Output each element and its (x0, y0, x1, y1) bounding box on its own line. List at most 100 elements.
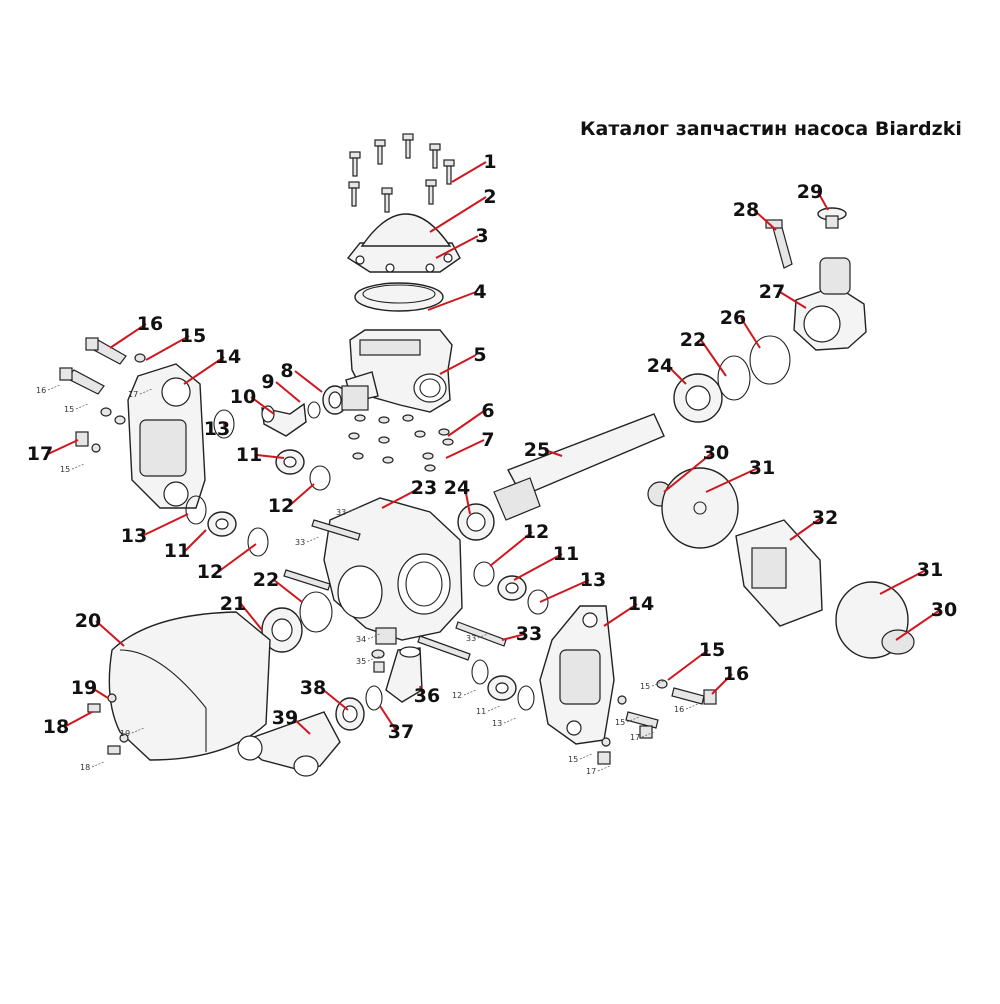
callout-leader-3 (435, 235, 479, 259)
small-label-35: 35 (356, 657, 366, 666)
callout-label-12: 12 (523, 521, 549, 543)
callout-label-37: 37 (388, 721, 414, 743)
small-label-16: 16 (674, 705, 684, 714)
callout-label-3: 3 (475, 225, 488, 247)
callout-label-2: 2 (483, 186, 496, 208)
callout-leader-13 (539, 579, 590, 603)
callout-leader-1 (451, 161, 487, 183)
small-leader-11 (487, 705, 501, 712)
callout-label-24: 24 (444, 477, 470, 499)
callout-leader-14 (603, 603, 638, 627)
small-leader-12 (463, 689, 477, 696)
callout-label-5: 5 (473, 344, 486, 366)
callout-label-12: 12 (268, 495, 294, 517)
part-18-19-bolts (87, 693, 129, 755)
callout-label-13: 13 (580, 569, 606, 591)
callout-label-12: 12 (197, 561, 223, 583)
callout-label-17: 17 (27, 443, 53, 465)
callout-leader-15 (145, 335, 190, 361)
callout-leader-11 (256, 454, 285, 459)
small-label-17: 17 (586, 767, 596, 776)
small-label-33: 33 (336, 508, 346, 517)
part-28-29-valve (765, 207, 847, 269)
callout-leader-22 (700, 339, 727, 377)
part-23-pump-body (323, 497, 463, 645)
callout-label-22: 22 (253, 569, 279, 591)
small-label-15: 15 (640, 682, 650, 691)
callout-label-38: 38 (300, 677, 326, 699)
callout-leader-12 (288, 483, 315, 507)
callout-leader-24 (464, 487, 471, 515)
right-hardware (597, 679, 717, 765)
small-leader-15 (71, 463, 85, 470)
callout-leader-29 (817, 191, 829, 211)
callout-label-32: 32 (812, 507, 838, 529)
callout-label-4: 4 (473, 281, 486, 303)
callout-leader-6 (447, 410, 485, 437)
callout-leader-22 (273, 579, 303, 603)
callout-leader-36 (419, 685, 424, 697)
callout-label-6: 6 (481, 400, 494, 422)
small-label-15: 15 (60, 465, 70, 474)
callout-leader-13 (141, 513, 189, 537)
small-label-17: 17 (128, 390, 138, 399)
callout-leader-19 (91, 687, 109, 699)
callout-leader-4 (427, 291, 477, 311)
callout-label-11: 11 (236, 444, 262, 466)
part-14-left-cover (127, 363, 206, 509)
small-label-15: 15 (568, 755, 578, 764)
part-34-35-drain (371, 649, 385, 673)
part-3-dome-cover (346, 213, 461, 273)
callout-label-31: 31 (749, 457, 775, 479)
callout-leader-32 (789, 517, 822, 541)
part-21-22-seal-clip (261, 591, 333, 653)
part-27-housing (793, 257, 867, 351)
callout-leader-30 (895, 609, 941, 641)
callout-leader-13 (223, 423, 226, 430)
small-leader-17 (641, 731, 655, 738)
callout-label-27: 27 (759, 281, 785, 303)
small-leader-17 (139, 388, 153, 395)
callout-label-26: 26 (720, 307, 746, 329)
part-14-right-cover (539, 605, 615, 745)
small-label-11: 11 (476, 707, 486, 716)
small-leader-15 (579, 753, 593, 760)
small-label-18: 18 (80, 763, 90, 772)
small-label-13: 13 (492, 719, 502, 728)
small-leader-15 (651, 680, 665, 687)
callout-leader-7 (445, 439, 485, 459)
callout-leader-37 (379, 705, 398, 733)
small-leader-33 (477, 632, 491, 639)
callout-label-19: 19 (71, 677, 97, 699)
callout-label-33: 33 (516, 623, 542, 645)
callout-leader-25 (544, 449, 563, 457)
part-36-39-suction (237, 646, 423, 777)
small-label-15: 15 (615, 718, 625, 727)
small-leader-19 (131, 727, 145, 734)
part-22-24-26-bearing-set (673, 335, 791, 423)
small-label-19: 19 (120, 729, 130, 738)
callout-label-23: 23 (411, 477, 437, 499)
callout-leader-38 (320, 687, 349, 711)
callout-label-22: 22 (680, 329, 706, 351)
callout-label-21: 21 (220, 593, 246, 615)
small-leader-15 (626, 716, 640, 723)
callout-leader-16 (109, 323, 147, 349)
small-leader-33 (347, 506, 361, 513)
small-label-33: 33 (466, 634, 476, 643)
callout-leader-21 (240, 603, 263, 631)
callout-leader-5 (439, 354, 477, 375)
callout-label-18: 18 (43, 716, 69, 738)
small-leader-17 (597, 765, 611, 772)
callout-label-11: 11 (164, 540, 190, 562)
callout-leader-26 (740, 317, 761, 349)
right-orings-fittings (471, 561, 549, 711)
callout-leader-20 (95, 620, 125, 647)
callout-leader-30 (663, 452, 713, 493)
small-label-16: 16 (36, 386, 46, 395)
part-25-shaft (493, 413, 665, 521)
small-leader-34 (367, 633, 381, 640)
part-1-bolts (348, 133, 455, 213)
